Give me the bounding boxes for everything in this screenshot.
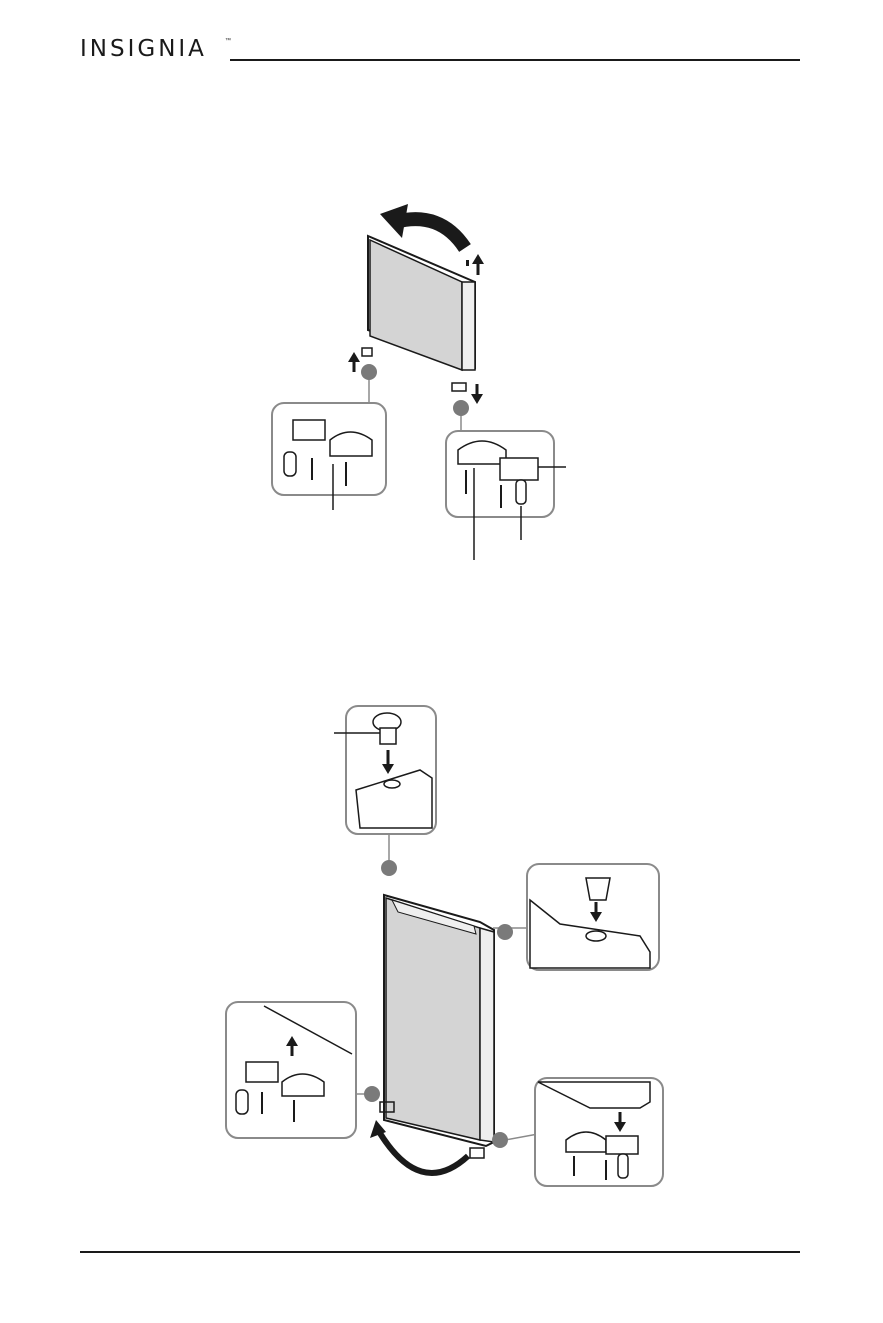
- door-panel: [368, 236, 475, 370]
- brand-logo: INSIGNIA: [80, 36, 207, 62]
- up-arrow-icon: [466, 254, 484, 275]
- header-rule: [230, 59, 800, 61]
- hinge-bracket-icon: [246, 1062, 278, 1082]
- left-bottom-detail-box: [226, 1002, 356, 1138]
- callout-dot-top: [381, 860, 397, 876]
- door-removal-figure: [0, 200, 883, 580]
- callout-dot-left: [361, 364, 377, 380]
- hinge-pin-icon: [284, 452, 296, 476]
- hinge-cover-icon: [330, 432, 372, 456]
- right-down-arrow-icon: [452, 383, 483, 404]
- hinge-bracket-icon: [606, 1136, 638, 1154]
- door-reinstall-figure: [0, 700, 883, 1200]
- rotate-arrow-icon: [395, 219, 465, 248]
- hinge-cover-icon: [282, 1074, 324, 1096]
- callout-dot-right-bottom: [492, 1132, 508, 1148]
- left-hinge-detail-box: [272, 403, 386, 510]
- right-bottom-detail-box: [535, 1078, 663, 1186]
- trademark-mark: ™: [225, 38, 231, 44]
- right-hinge-detail-box: [446, 431, 566, 560]
- hinge-bracket-icon: [293, 420, 325, 440]
- hinge-pin-icon: [516, 480, 526, 504]
- door-reinstall-illustration: [0, 700, 883, 1200]
- callout-dot-right: [453, 400, 469, 416]
- footer-rule: [80, 1251, 800, 1253]
- callout-dot-left-bottom: [364, 1086, 380, 1102]
- hinge-bracket-icon: [500, 458, 538, 480]
- door-panel: [384, 895, 494, 1146]
- top-pin-detail-box: [527, 864, 659, 970]
- hinge-pin-icon: [618, 1154, 628, 1178]
- hinge-pin-icon: [586, 878, 610, 900]
- callout-dot-right-top: [497, 924, 513, 940]
- door-removal-illustration: [0, 200, 883, 580]
- hinge-pin-icon: [236, 1090, 248, 1114]
- rotate-arrow-head-icon: [380, 204, 408, 238]
- page-header: INSIGNIA ™: [80, 34, 800, 64]
- top-cap-detail-box: [334, 706, 436, 834]
